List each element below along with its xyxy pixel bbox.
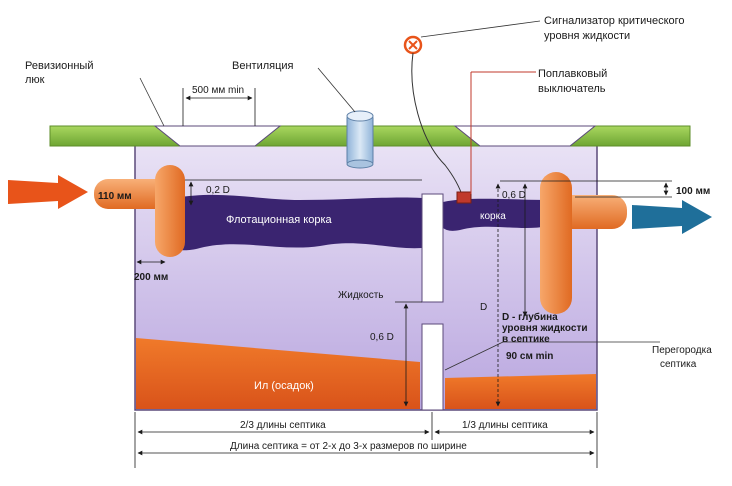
hatch-leader bbox=[139, 77, 165, 127]
dim-inlet-gap-label: 200 мм bbox=[134, 272, 168, 283]
zone-liquid: Жидкость bbox=[338, 290, 384, 301]
inspection-hatch-right bbox=[453, 125, 597, 147]
dim-outlet-depth-label: 0,6 D bbox=[502, 190, 526, 201]
label-float-switch-2: выключатель bbox=[538, 83, 606, 95]
dim-lower-height bbox=[395, 301, 422, 407]
dim-inlet-depth-label: 0,2 D bbox=[206, 185, 230, 196]
label-inspection-hatch-1: Ревизионный bbox=[25, 60, 93, 72]
partition-wall bbox=[421, 193, 444, 411]
label-float-switch-1: Поплавковый bbox=[538, 68, 607, 80]
dim-min-depth-label: 90 см min bbox=[506, 351, 553, 362]
partition-leader bbox=[444, 341, 504, 371]
dim-inlet-pipe-label: 110 мм bbox=[98, 191, 132, 202]
outlet-pipe bbox=[540, 172, 627, 314]
dim-length bbox=[134, 412, 598, 468]
dim-hatch-width bbox=[182, 88, 256, 126]
sludge-layer-left bbox=[136, 338, 420, 409]
label-alarm-2: уровня жидкости bbox=[544, 30, 630, 42]
dim-depth-note-1: D - глубина bbox=[502, 311, 558, 323]
inspection-hatch-left bbox=[153, 125, 282, 147]
crust-right bbox=[443, 198, 548, 231]
alarm-icon bbox=[403, 35, 423, 55]
label-partition-2: септика bbox=[660, 359, 697, 370]
alarm-leader bbox=[420, 20, 541, 38]
flotation-crust bbox=[175, 194, 422, 251]
dim-one-third-label: 1/3 длины септика bbox=[462, 420, 548, 431]
ventilation-pipe bbox=[346, 110, 374, 169]
dim-outlet-offset bbox=[500, 180, 672, 198]
alarm-wire bbox=[411, 52, 464, 199]
float-switch-box bbox=[456, 191, 472, 204]
dim-lower-height-label: 0,6 D bbox=[370, 332, 394, 343]
dim-total-depth-label: D bbox=[480, 302, 487, 313]
label-partition-1: Перегородка bbox=[652, 345, 712, 356]
dim-depth-note-3: в септике bbox=[502, 334, 550, 345]
inlet-flow-arrow bbox=[8, 175, 88, 209]
dim-depth-note-2: уровня жидкости bbox=[502, 323, 588, 334]
dim-outlet-offset-label: 100 мм bbox=[676, 186, 710, 197]
dim-total-length-label: Длина септика = от 2-х до 3-х размеров п… bbox=[230, 441, 467, 452]
label-alarm-1: Сигнализатор критического bbox=[544, 15, 685, 27]
ventilation-leader bbox=[317, 67, 356, 113]
label-inspection-hatch-2: люк bbox=[25, 74, 45, 86]
inlet-pipe bbox=[94, 165, 185, 257]
zone-crust-main: Флотационная корка bbox=[226, 214, 333, 226]
zone-sludge: Ил (осадок) bbox=[254, 380, 314, 392]
dim-inlet-depth bbox=[185, 179, 422, 206]
label-ventilation: Вентиляция bbox=[232, 60, 294, 72]
zone-crust-small: корка bbox=[480, 211, 506, 222]
outlet-flow-arrow bbox=[632, 200, 712, 234]
dim-hatch-width-label: 500 мм min bbox=[192, 85, 244, 96]
dim-two-thirds-label: 2/3 длины септика bbox=[240, 420, 326, 431]
sludge-layer-right bbox=[445, 374, 596, 409]
